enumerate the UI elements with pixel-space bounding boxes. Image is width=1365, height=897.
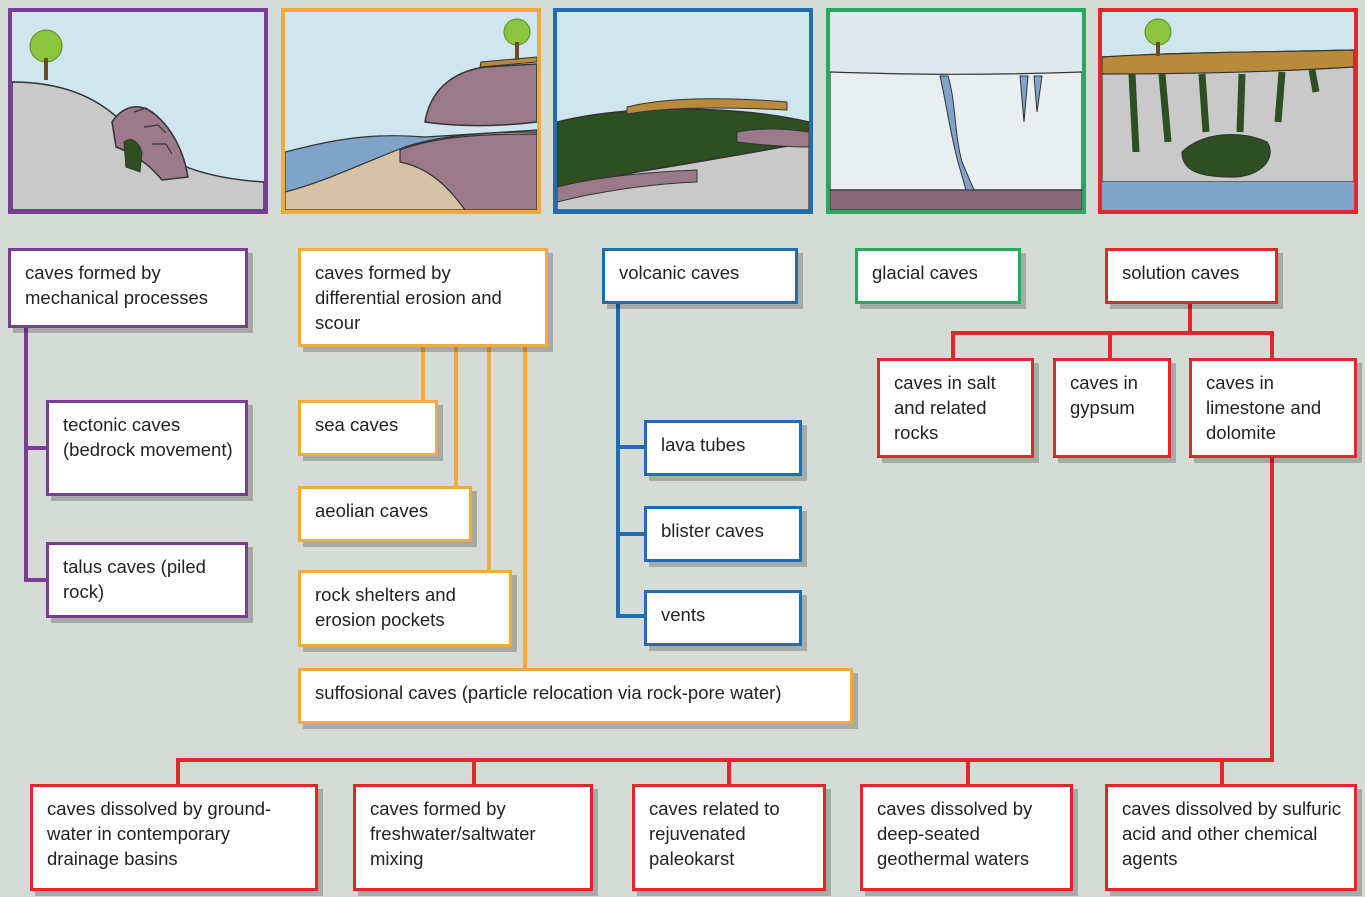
category-glacial: glacial caves bbox=[855, 248, 1021, 304]
category-erosion-label: caves formed by differential erosion and… bbox=[315, 262, 502, 333]
node-suffosional-caves: suffosional caves (particle relocation v… bbox=[298, 668, 853, 724]
node-geothermal-caves: caves dissolved by deep-seated geotherma… bbox=[860, 784, 1073, 891]
node-rock-shelters: rock shelters and erosion pockets bbox=[298, 570, 512, 647]
category-volcanic: volcanic caves bbox=[602, 248, 798, 304]
node-sulfuric-acid-caves: caves dissolved by sulfuric acid and oth… bbox=[1105, 784, 1357, 891]
node-vents-label: vents bbox=[661, 604, 706, 625]
node-groundwater-caves-label: caves dissolved by ground-water in conte… bbox=[47, 798, 272, 869]
node-paleokarst-caves-label: caves related to rejuvenated paleokarst bbox=[649, 798, 780, 869]
node-talus-caves: talus caves (piled rock) bbox=[46, 542, 248, 618]
node-suffosional-caves-label: suffosional caves (particle relocation v… bbox=[315, 682, 782, 703]
node-lava-tubes: lava tubes bbox=[644, 420, 802, 476]
illustration-volcanic bbox=[553, 8, 813, 214]
category-solution: solution caves bbox=[1105, 248, 1278, 304]
node-sea-caves-label: sea caves bbox=[315, 414, 399, 435]
category-mechanical-label: caves formed by mechanical processes bbox=[25, 262, 209, 308]
node-tectonic-caves: tectonic caves (bedrock movement) bbox=[46, 400, 248, 496]
node-aeolian-caves: aeolian caves bbox=[298, 486, 472, 542]
illustration-erosion bbox=[281, 8, 541, 214]
category-volcanic-label: volcanic caves bbox=[619, 262, 740, 283]
node-sulfuric-acid-caves-label: caves dissolved by sulfuric acid and oth… bbox=[1122, 798, 1342, 869]
node-mixing-caves: caves formed by freshwater/saltwater mix… bbox=[353, 784, 593, 891]
node-limestone-caves-label: caves in limestone and dolomite bbox=[1206, 372, 1322, 443]
node-blister-caves: blister caves bbox=[644, 506, 802, 562]
illustration-glacial bbox=[826, 8, 1086, 214]
node-lava-tubes-label: lava tubes bbox=[661, 434, 746, 455]
node-blister-caves-label: blister caves bbox=[661, 520, 764, 541]
illustration-mechanical bbox=[8, 8, 268, 214]
node-salt-caves-label: caves in salt and related rocks bbox=[894, 372, 996, 443]
node-vents: vents bbox=[644, 590, 802, 646]
node-talus-caves-label: talus caves (piled rock) bbox=[63, 556, 206, 602]
node-geothermal-caves-label: caves dissolved by deep-seated geotherma… bbox=[877, 798, 1033, 869]
node-tectonic-caves-label: tectonic caves (bedrock movement) bbox=[63, 414, 233, 460]
node-aeolian-caves-label: aeolian caves bbox=[315, 500, 429, 521]
node-mixing-caves-label: caves formed by freshwater/saltwater mix… bbox=[370, 798, 536, 869]
node-gypsum-caves: caves in gypsum bbox=[1053, 358, 1171, 458]
category-solution-label: solution caves bbox=[1122, 262, 1240, 283]
node-groundwater-caves: caves dissolved by ground-water in conte… bbox=[30, 784, 318, 891]
node-sea-caves: sea caves bbox=[298, 400, 438, 456]
category-erosion: caves formed by differential erosion and… bbox=[298, 248, 548, 347]
node-rock-shelters-label: rock shelters and erosion pockets bbox=[315, 584, 456, 630]
category-glacial-label: glacial caves bbox=[872, 262, 978, 283]
illustration-solution bbox=[1098, 8, 1358, 214]
category-mechanical: caves formed by mechanical processes bbox=[8, 248, 248, 328]
node-gypsum-caves-label: caves in gypsum bbox=[1070, 372, 1138, 418]
node-limestone-caves: caves in limestone and dolomite bbox=[1189, 358, 1357, 458]
node-paleokarst-caves: caves related to rejuvenated paleokarst bbox=[632, 784, 826, 891]
node-salt-caves: caves in salt and related rocks bbox=[877, 358, 1034, 458]
